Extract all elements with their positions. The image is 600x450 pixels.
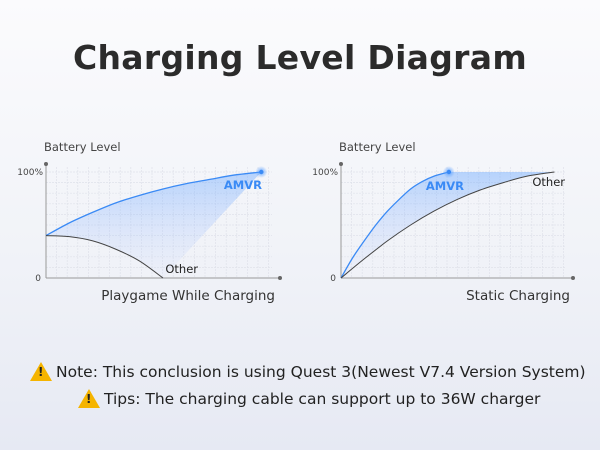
tips-text: Tips: The charging cable can support up … [104,389,541,408]
y-axis-arrow [44,162,48,166]
chart-1: Battery Level 0 100% Playgame While Chargin… [17,140,282,304]
tips-line: ! Tips: The charging cable can support u… [78,389,540,408]
series-line-other [45,235,164,279]
y-tick-label: 100% [17,168,43,178]
chart-title: Static Charging [466,288,570,304]
warning-icon: ! [30,362,52,381]
y-axis-arrow [339,162,343,166]
y-axis-label: Battery Level [339,140,416,154]
series-line-other [340,171,555,279]
warning-icon: ! [78,389,100,408]
x-axis-arrow [278,276,282,280]
amvr-end-point [259,169,264,175]
chart-2: Battery Level 0 100% Static Charging AMVR Oth… [312,140,575,304]
amvr-end-point [446,169,452,175]
y-axis-label: Battery Level [44,140,121,154]
x-axis-arrow [571,276,575,280]
series-line-amvr [340,171,450,279]
y-tick-label: 0 [330,274,336,284]
amvr-area-fill [341,172,555,278]
note-line: ! Note: This conclusion is using Quest 3… [30,362,586,381]
series-label-amvr: AMVR [224,178,262,192]
series-label-amvr: AMVR [426,179,464,193]
series-line-amvr [45,171,262,237]
chart-title: Playgame While Charging [101,288,275,304]
amvr-area-fill [46,172,262,278]
y-tick-label: 100% [312,168,338,178]
series-label-other: Other [532,175,565,189]
note-text: Note: This conclusion is using Quest 3(N… [56,362,586,381]
y-tick-label: 0 [35,274,41,284]
series-label-other: Other [165,262,198,276]
page-title: Charging Level Diagram [72,38,528,77]
